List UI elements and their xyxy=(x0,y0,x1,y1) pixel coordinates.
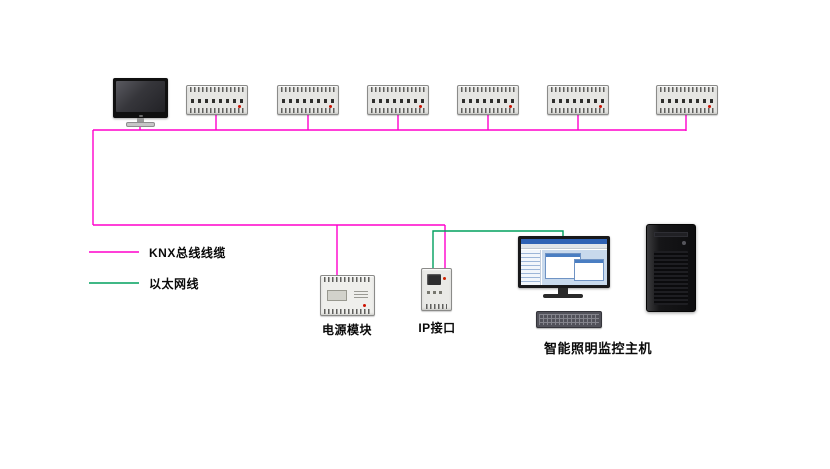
software-window-titlebar xyxy=(546,254,580,257)
status-led-icon xyxy=(329,105,332,108)
terminal-row-icon xyxy=(371,87,425,92)
psu-label-plate xyxy=(327,290,347,301)
terminal-row-icon xyxy=(660,87,714,92)
touch-panel xyxy=(113,78,168,127)
channel-row-icon xyxy=(372,99,424,103)
terminal-row-icon xyxy=(426,304,447,309)
ip-interface-display xyxy=(427,274,441,285)
channel-row-icon xyxy=(661,99,713,103)
channel-row-icon xyxy=(462,99,514,103)
power-module-label: 电源模块 xyxy=(321,323,372,337)
terminal-row-icon xyxy=(461,87,515,92)
channel-row-icon xyxy=(191,99,243,103)
software-window xyxy=(574,259,604,281)
host-monitor-screen xyxy=(521,239,607,285)
software-workspace xyxy=(542,250,607,285)
status-led-icon xyxy=(509,105,512,108)
knx-actuator-module-6 xyxy=(656,85,718,115)
status-led-icon xyxy=(599,105,602,108)
knx-actuator-module-2 xyxy=(277,85,339,115)
keyboard-keys-icon xyxy=(539,314,599,325)
tower-power-button-icon xyxy=(682,241,686,245)
touch-panel-bezel xyxy=(113,78,168,118)
ip-interface-label: IP接口 xyxy=(418,321,456,335)
tower-vent-grill-icon xyxy=(654,251,688,305)
knx-actuator-module-4 xyxy=(457,85,519,115)
terminal-row-icon xyxy=(551,87,605,92)
knx-actuator-module-1 xyxy=(186,85,248,115)
terminal-row-icon xyxy=(281,87,335,92)
legend-knx-swatch xyxy=(89,251,139,253)
pc-tower xyxy=(646,224,696,312)
software-toolbar xyxy=(521,244,607,249)
legend-item-knx: KNX总线线缆 xyxy=(88,245,226,260)
legend-knx-label: KNX总线线缆 xyxy=(149,245,226,260)
terminal-row-icon xyxy=(660,108,714,113)
status-led-icon xyxy=(443,277,446,280)
host-monitor xyxy=(518,236,610,288)
channel-row-icon xyxy=(552,99,604,103)
knx-actuator-module-5 xyxy=(547,85,609,115)
status-led-icon xyxy=(419,105,422,108)
status-led-icon xyxy=(708,105,711,108)
terminal-row-icon xyxy=(371,108,425,113)
terminal-row-icon xyxy=(461,108,515,113)
knx-actuator-module-3 xyxy=(367,85,429,115)
monitor-stand-base xyxy=(543,294,583,298)
touch-panel-button-icon xyxy=(138,115,143,117)
keyboard xyxy=(536,311,602,328)
ip-interface-device xyxy=(421,268,452,311)
channel-row-icon xyxy=(282,99,334,103)
status-led-icon xyxy=(363,304,366,307)
monitor-stand-neck xyxy=(558,288,568,294)
software-window-titlebar xyxy=(575,260,603,263)
terminal-row-icon xyxy=(190,87,244,92)
software-titlebar xyxy=(521,239,607,244)
legend-ethernet-label: 以太网线 xyxy=(149,276,200,291)
touch-panel-stand-base xyxy=(126,122,155,127)
legend-ethernet-swatch xyxy=(89,282,139,284)
software-tree-panel xyxy=(521,250,541,285)
psu-vents-icon xyxy=(354,291,368,300)
terminal-row-icon xyxy=(324,309,371,314)
power-supply-module xyxy=(320,275,375,316)
legend-item-ethernet: 以太网线 xyxy=(88,276,200,291)
tower-drive-bay-icon xyxy=(654,232,688,237)
host-label: 智能照明监控主机 xyxy=(544,341,653,356)
ip-interface-buttons-icon xyxy=(427,291,445,294)
status-led-icon xyxy=(238,105,241,108)
touch-panel-stand-neck xyxy=(137,118,144,122)
terminal-row-icon xyxy=(551,108,605,113)
terminal-row-icon xyxy=(190,108,244,113)
terminal-row-icon xyxy=(281,108,335,113)
touch-panel-display xyxy=(116,81,165,112)
terminal-row-icon xyxy=(324,277,371,282)
